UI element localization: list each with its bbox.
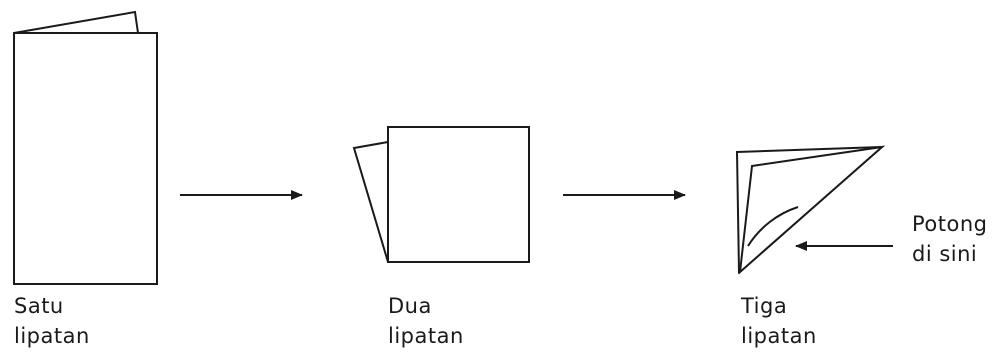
two-fold-front-sheet [387, 126, 530, 263]
step-label-two-folds-line2: lipatan [388, 324, 464, 348]
one-fold-paper [13, 10, 158, 285]
step-label-three-folds: Tiga lipatan [741, 291, 817, 351]
cut-here-label-line2: di sini [912, 242, 978, 266]
step-label-two-folds: Dua lipatan [388, 291, 464, 351]
step-label-one-fold-line1: Satu [14, 294, 64, 318]
three-fold-front-layer [738, 145, 886, 275]
step-label-three-folds-line1: Tiga [741, 294, 788, 318]
one-fold-back-flap [13, 10, 140, 34]
step-label-one-fold-line2: lipatan [14, 324, 90, 348]
cut-here-label: Potong di sini [912, 209, 988, 269]
cut-arc [747, 206, 799, 247]
three-fold-paper [735, 145, 886, 275]
step-label-three-folds-line2: lipatan [741, 324, 817, 348]
two-fold-paper [352, 126, 530, 263]
one-fold-front-sheet [13, 32, 158, 285]
step-label-two-folds-line1: Dua [388, 294, 432, 318]
step-label-one-fold: Satu lipatan [14, 291, 90, 351]
cut-here-label-line1: Potong [912, 212, 988, 236]
two-fold-back-sheet [352, 140, 389, 263]
